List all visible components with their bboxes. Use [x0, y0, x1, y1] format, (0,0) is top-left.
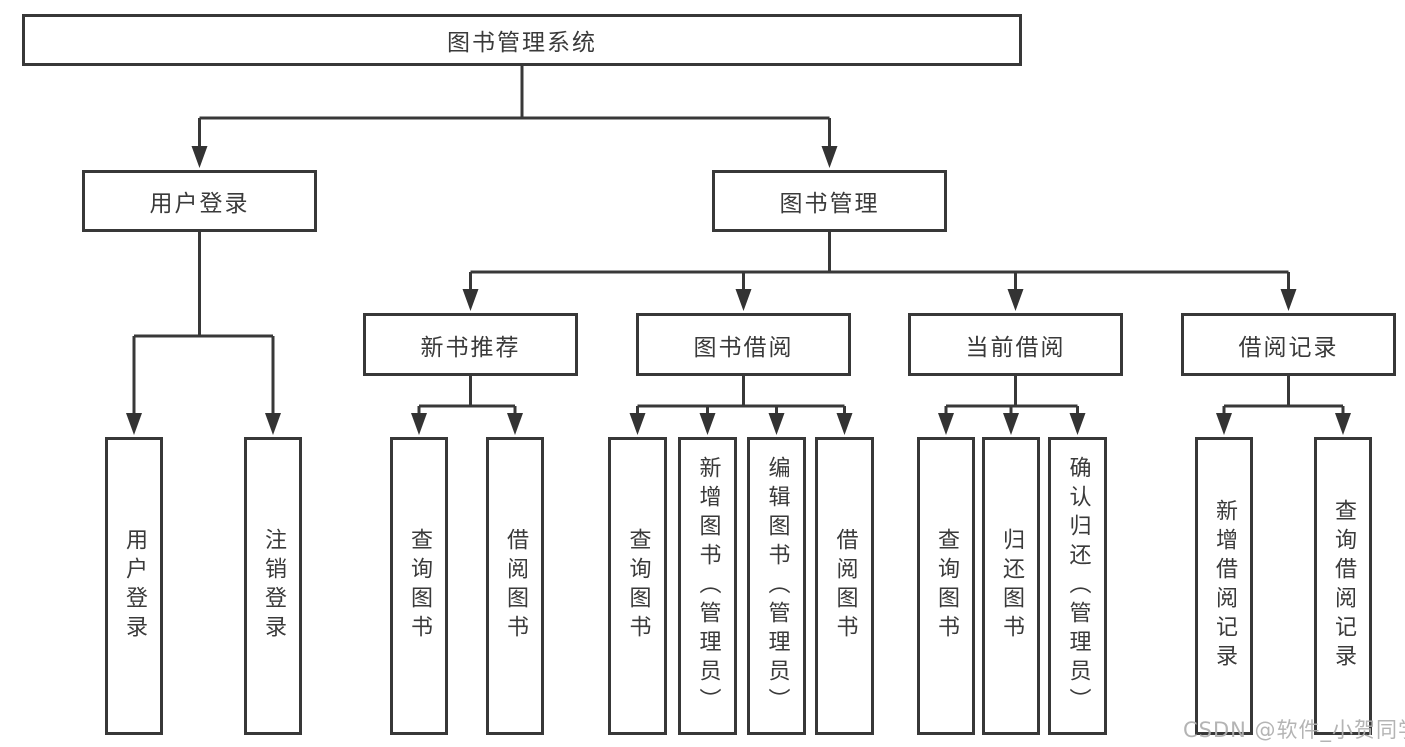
leaf-return-books: 归还图书	[982, 437, 1040, 735]
leaf-query-books-borrowing: 查询图书	[608, 437, 667, 735]
arrowhead	[191, 146, 208, 168]
arrowhead	[629, 413, 646, 435]
arrowhead	[735, 289, 752, 311]
node-label: 编辑图书（管理员）	[764, 455, 790, 717]
connector-user-login-to-leaves	[132, 232, 275, 415]
connector-book-borrowing-to-leaves	[636, 376, 846, 415]
leaf-borrow-books-recommend: 借阅图书	[486, 437, 544, 735]
connector-new-book-to-leaves	[417, 376, 517, 415]
arrowhead	[1335, 413, 1351, 435]
node-current-borrowing: 当前借阅	[908, 313, 1123, 376]
leaf-confirm-return-admin: 确认归还（管理员）	[1048, 437, 1107, 735]
node-user-login: 用户登录	[82, 170, 317, 232]
arrowhead	[821, 146, 838, 168]
arrowhead	[462, 289, 479, 311]
arrowhead	[126, 413, 142, 435]
node-label: 用户登录	[149, 191, 250, 217]
leaf-add-borrow-record: 新增借阅记录	[1195, 437, 1253, 735]
node-new-book-recommendation: 新书推荐	[363, 313, 578, 376]
connector-current-borrowing-to-leaves	[944, 376, 1079, 415]
node-book-management: 图书管理	[712, 170, 947, 232]
node-label: 借阅图书	[832, 528, 858, 644]
arrowhead	[1216, 413, 1232, 435]
leaf-borrow-books-borrowing: 借阅图书	[815, 437, 874, 735]
leaf-logout: 注销登录	[244, 437, 302, 735]
connector-borrowing-records-to-leaves	[1222, 376, 1345, 415]
leaf-query-books-recommend: 查询图书	[390, 437, 448, 735]
leaf-add-book-admin: 新增图书（管理员）	[678, 437, 737, 735]
node-label: 注销登录	[261, 528, 286, 644]
arrowhead	[411, 413, 427, 435]
node-label: 查询图书	[625, 528, 651, 644]
node-library-management-system: 图书管理系统	[22, 14, 1022, 66]
node-label: 新增借阅记录	[1212, 499, 1237, 673]
connector-root-to-level2	[198, 66, 831, 148]
leaf-user-login: 用户登录	[105, 437, 163, 735]
arrowhead	[836, 413, 853, 435]
node-label: 新增图书（管理员）	[695, 455, 721, 717]
leaf-edit-book-admin: 编辑图书（管理员）	[747, 437, 806, 735]
leaf-query-borrow-record: 查询借阅记录	[1314, 437, 1372, 735]
arrowhead	[699, 413, 716, 435]
node-label: 查询图书	[407, 528, 432, 644]
node-label: 借阅图书	[503, 528, 528, 644]
arrowhead	[1280, 289, 1297, 311]
node-label: 用户登录	[122, 528, 147, 644]
arrowhead	[938, 413, 954, 435]
node-label: 图书借阅	[693, 334, 794, 361]
arrowhead	[768, 413, 785, 435]
node-label: 查询图书	[934, 528, 959, 644]
node-label: 当前借阅	[965, 334, 1066, 361]
node-label: 确认归还（管理员）	[1065, 455, 1091, 717]
node-label: 新书推荐	[420, 334, 521, 361]
node-book-borrowing: 图书借阅	[636, 313, 851, 376]
node-borrowing-records: 借阅记录	[1181, 313, 1396, 376]
arrowhead	[1007, 289, 1024, 311]
node-label: 查询借阅记录	[1331, 499, 1356, 673]
node-label: 图书管理系统	[447, 30, 597, 56]
node-label: 归还图书	[999, 528, 1024, 644]
arrowhead	[1069, 413, 1086, 435]
arrowhead	[1003, 413, 1019, 435]
csdn-watermark: CSDN @软件_小贺同学	[1183, 718, 1405, 742]
node-label: 图书管理	[779, 191, 880, 217]
leaf-query-books-current: 查询图书	[917, 437, 975, 735]
arrowhead	[507, 413, 523, 435]
connector-book-management-to-level3	[469, 232, 1290, 291]
node-label: 借阅记录	[1238, 334, 1339, 361]
arrowhead	[265, 413, 281, 435]
